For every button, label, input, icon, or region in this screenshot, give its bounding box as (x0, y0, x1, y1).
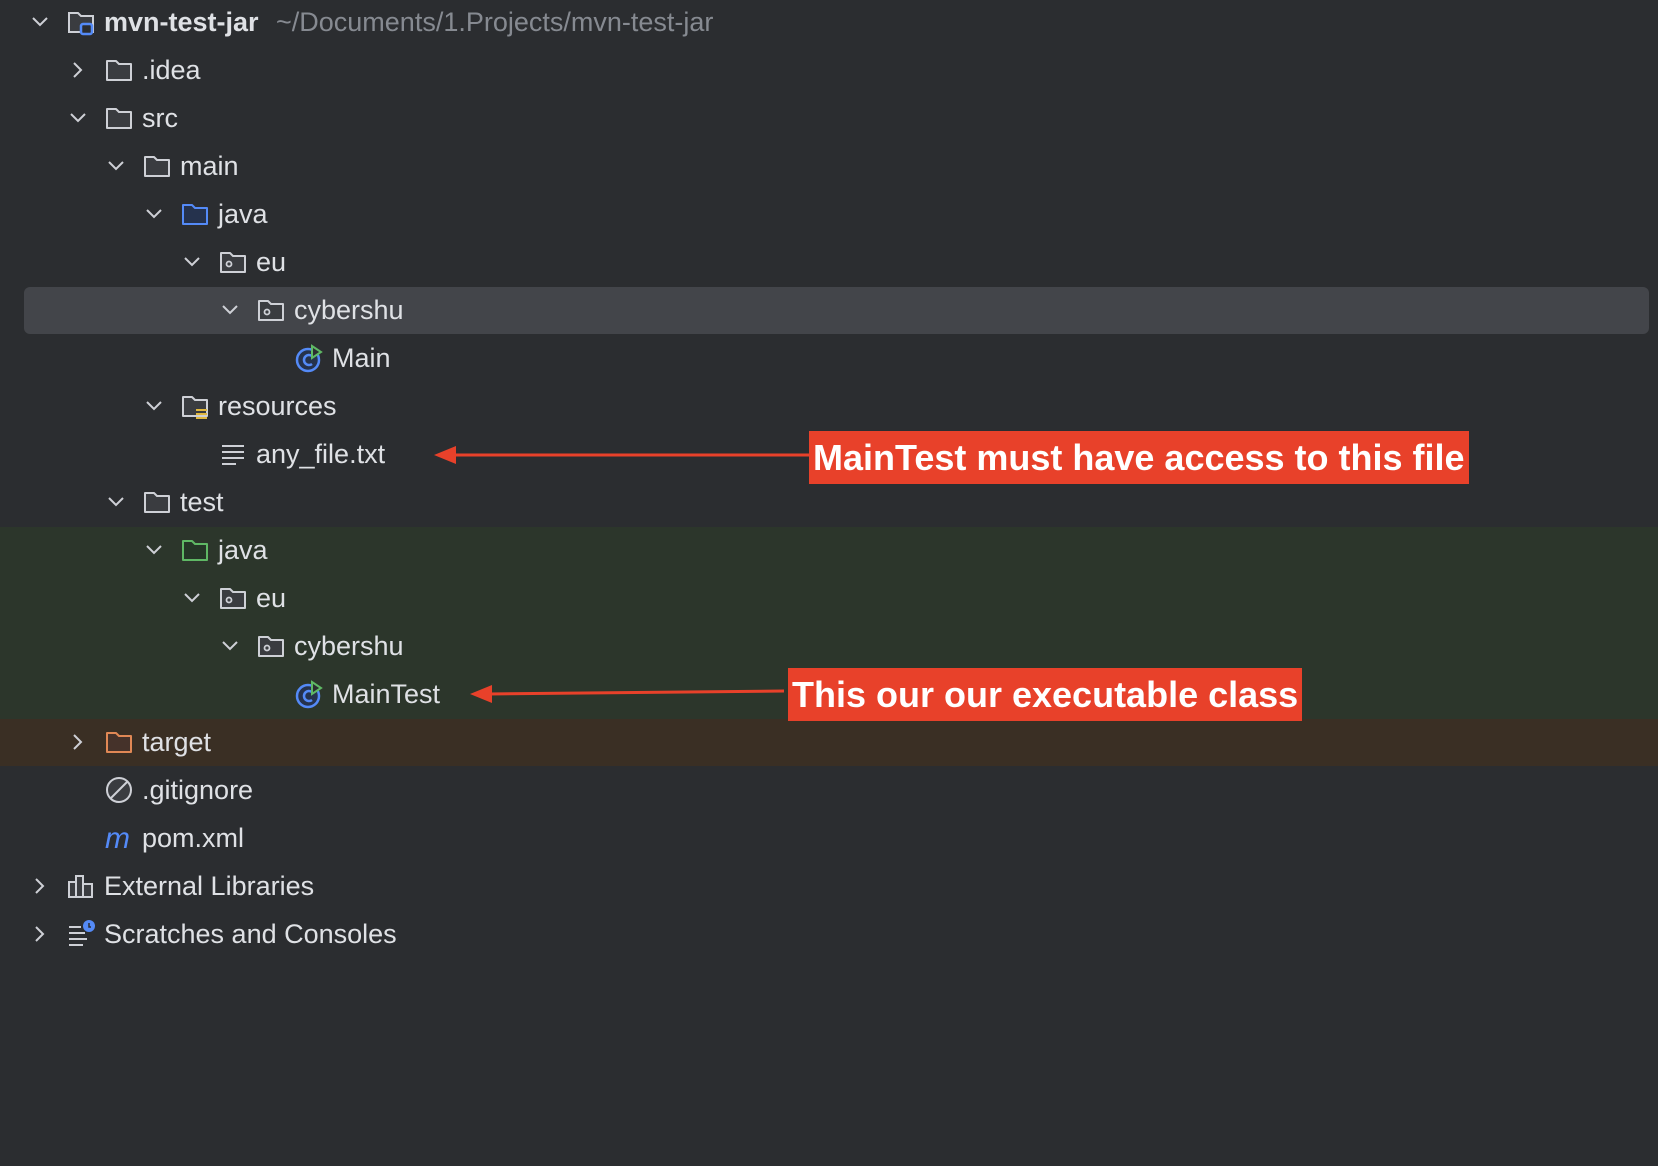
chevron-down-icon[interactable] (179, 249, 205, 275)
tree-item-label: mvn-test-jar (104, 6, 259, 37)
tree-item-label: test (180, 486, 224, 517)
tree-item-cybershu[interactable]: cybershu (0, 286, 1658, 334)
resources-folder-icon (180, 391, 210, 421)
tree-item-label: Scratches and Consoles (104, 918, 397, 949)
tree-item-label: cybershu (294, 630, 404, 661)
chevron-down-icon[interactable] (179, 585, 205, 611)
chevron-down-icon[interactable] (103, 489, 129, 515)
package-icon (256, 295, 286, 325)
tree-item-label: src (142, 102, 178, 133)
chevron-right-icon[interactable] (27, 873, 53, 899)
tree-item-eu[interactable]: eu (0, 238, 1658, 286)
tree-item-resources[interactable]: resources (0, 382, 1658, 430)
tree-item-cybershu[interactable]: cybershu (0, 622, 1658, 670)
chevron-right-icon[interactable] (65, 729, 91, 755)
project-path: ~/Documents/1.Projects/mvn-test-jar (276, 6, 714, 37)
chevron-right-icon[interactable] (27, 921, 53, 947)
chevron-down-icon[interactable] (217, 297, 243, 323)
arrowhead-icon (470, 685, 492, 703)
tree-item-test[interactable]: test (0, 478, 1658, 526)
tree-item-external-libraries[interactable]: External Libraries (0, 862, 1658, 910)
selected-row-highlight (24, 287, 1649, 334)
svg-text:m: m (105, 823, 130, 853)
annotation-resource-access: MainTest must have access to this file (809, 431, 1469, 484)
package-icon (218, 247, 248, 277)
tree-item-pom-xml[interactable]: m pom.xml (0, 814, 1658, 862)
tree-item-label: resources (218, 390, 337, 421)
tree-item-label: java (218, 534, 268, 565)
chevron-down-icon[interactable] (65, 105, 91, 131)
tree-item-src[interactable]: src (0, 94, 1658, 142)
chevron-down-icon[interactable] (103, 153, 129, 179)
tree-item-label: target (142, 726, 212, 757)
test-folder-icon (180, 535, 210, 565)
tree-item-label: any_file.txt (256, 438, 386, 469)
arrowhead-icon (434, 446, 456, 464)
tree-item-label: .gitignore (142, 774, 254, 805)
tree-item-eu[interactable]: eu (0, 574, 1658, 622)
tree-item-label: .idea (142, 54, 201, 85)
chevron-down-icon[interactable] (141, 201, 167, 227)
excluded-folder-icon (104, 727, 134, 757)
tree-item-label: Main (332, 342, 391, 373)
folder-icon (104, 55, 134, 85)
tree-item-label: pom.xml (142, 822, 245, 853)
tree-item--gitignore[interactable]: .gitignore (0, 766, 1658, 814)
annotation-executable-class: This our our executable class (788, 668, 1303, 721)
chevron-right-icon[interactable] (65, 57, 91, 83)
tree-item-main[interactable]: main (0, 142, 1658, 190)
scratches-icon (66, 919, 96, 949)
ignore-file-icon (104, 775, 134, 805)
tree-item-maintest[interactable]: MainTest (0, 670, 1658, 718)
tree-item-label: java (218, 198, 268, 229)
package-icon (218, 583, 248, 613)
tree-item-label: MainTest (332, 678, 441, 709)
tree-item-scratches-and-consoles[interactable]: Scratches and Consoles (0, 910, 1658, 958)
tree-item-label: eu (256, 582, 287, 613)
package-icon (256, 631, 286, 661)
folder-icon (142, 487, 172, 517)
chevron-down-icon[interactable] (217, 633, 243, 659)
chevron-down-icon[interactable] (141, 537, 167, 563)
chevron-down-icon[interactable] (141, 393, 167, 419)
java-class-runnable-icon (294, 679, 324, 709)
maven-file-icon: m (104, 822, 134, 855)
arrow-to-maintest (487, 689, 785, 696)
tree-item-target[interactable]: target (0, 718, 1658, 766)
libraries-icon (66, 871, 96, 901)
tree-item-any-file-txt[interactable]: any_file.txt (0, 430, 1658, 478)
tree-item-label: cybershu (294, 294, 404, 325)
tree-item-java[interactable]: java (0, 526, 1658, 574)
tree-item-main[interactable]: Main (0, 334, 1658, 382)
source-folder-icon (180, 199, 210, 229)
tree-item-label: External Libraries (104, 870, 315, 901)
tree-item-mvn-test-jar[interactable]: mvn-test-jar ~/Documents/1.Projects/mvn-t… (0, 0, 1658, 46)
excluded-folder-band (0, 719, 1658, 766)
tree-item-label: eu (256, 246, 287, 277)
tree-item-label: main (180, 150, 239, 181)
tree-item--idea[interactable]: .idea (0, 46, 1658, 94)
java-class-runnable-icon (294, 343, 324, 373)
chevron-down-icon[interactable] (27, 9, 53, 35)
tree-item-java[interactable]: java (0, 190, 1658, 238)
project-folder-icon (66, 7, 96, 37)
folder-icon (142, 151, 172, 181)
folder-icon (104, 103, 134, 133)
text-file-icon (218, 439, 248, 469)
